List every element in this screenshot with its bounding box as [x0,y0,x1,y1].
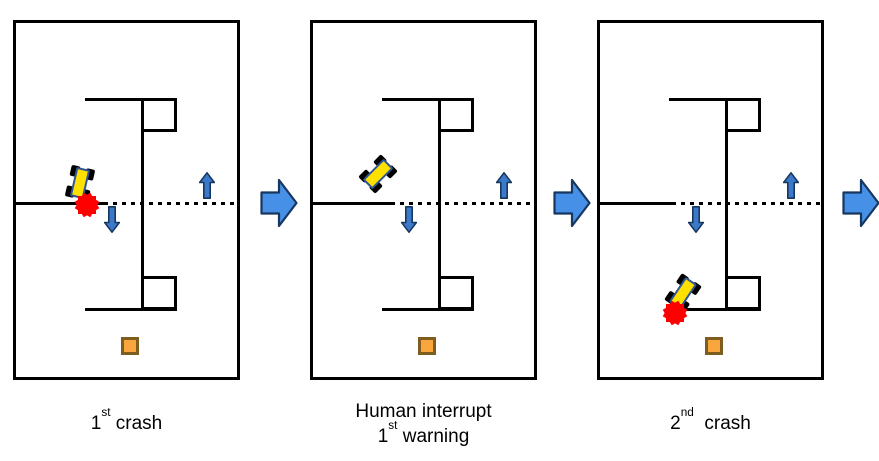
goal-marker-icon [121,337,139,355]
caption-text: crash [110,413,163,434]
mid-line-dotted [391,202,534,205]
up-arrow-icon [496,172,512,199]
mid-line-solid [313,202,391,205]
robot-car-icon [358,154,398,194]
top-square-wall [438,98,474,132]
down-arrow-icon [688,206,704,233]
bottom-wall [85,308,177,311]
caption-text: Human interrupt [355,401,492,422]
caption-line: Human interrupt [310,399,537,424]
mid-line-dotted [104,202,237,205]
crash-star-icon [662,300,688,326]
caption-line: 1st warning [310,420,537,449]
top-square-wall [141,98,177,132]
bottom-wall [382,308,474,311]
caption-ordinal: st [388,419,398,433]
caption-human-interrupt: Human interrupt 1st warning [310,399,537,449]
caption-first-crash: 1st crash [13,407,240,436]
caption-line: 2nd crash [597,407,824,436]
next-step-arrow-icon [553,178,591,228]
top-wall [669,98,761,101]
maze-panel-first-crash [13,20,240,380]
caption-text: warning [397,426,470,447]
down-arrow-icon [401,206,417,233]
next-step-arrow-icon [260,178,298,228]
bottom-square-wall [141,276,177,310]
top-wall [382,98,474,101]
down-arrow-icon [104,206,120,233]
caption-text: crash [693,413,751,434]
caption-text: 2 [670,413,681,434]
mid-line-dotted [672,202,821,205]
caption-second-crash: 2nd crash [597,407,824,436]
caption-text: 1 [377,426,389,447]
goal-marker-icon [418,337,436,355]
top-square-wall [725,98,761,132]
maze-panel-second-crash [597,20,824,380]
top-wall [85,98,177,101]
mid-line-solid [600,202,672,205]
mid-line-solid [16,202,104,205]
up-arrow-icon [783,172,799,199]
goal-marker-icon [705,337,723,355]
caption-text: 1 [90,413,102,434]
bottom-wall [669,308,761,311]
up-arrow-icon [199,172,215,199]
caption-ordinal: st [101,406,111,420]
next-step-arrow-icon [842,178,879,228]
caption-line: 1st crash [13,407,240,436]
crash-star-icon [74,192,100,218]
bottom-square-wall [438,276,474,310]
caption-ordinal: nd [680,406,694,420]
bottom-square-wall [725,276,761,310]
maze-panel-human-interrupt [310,20,537,380]
